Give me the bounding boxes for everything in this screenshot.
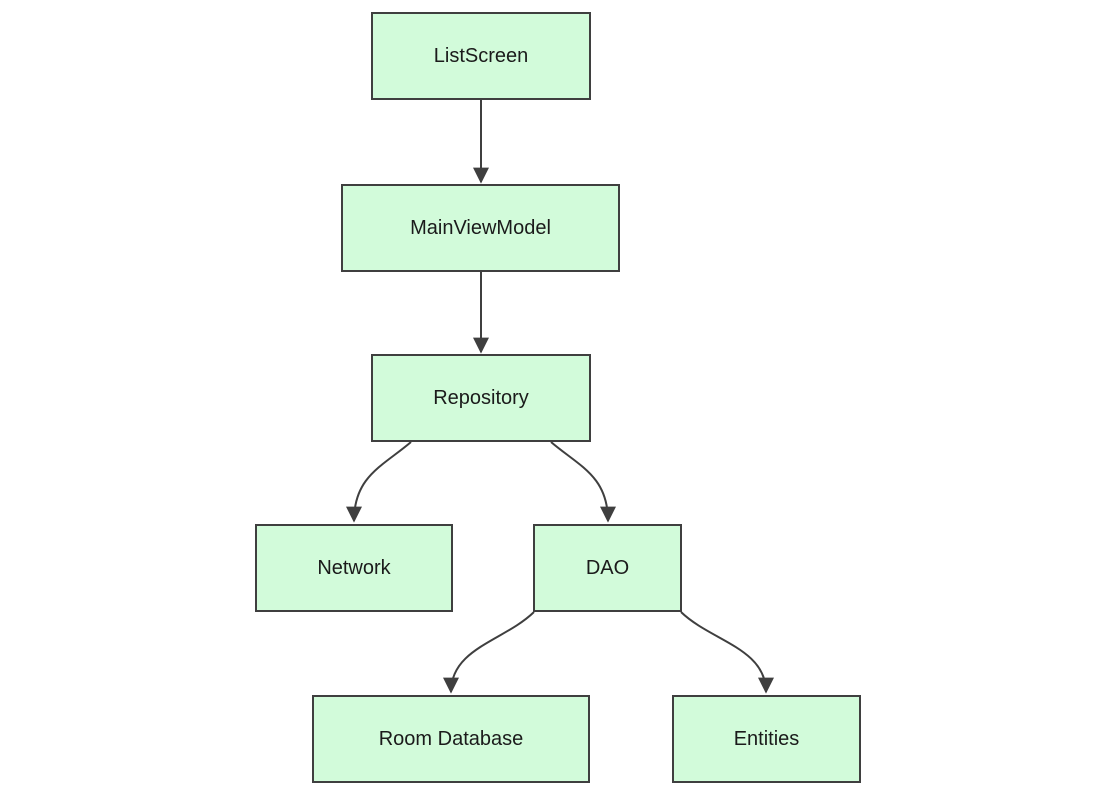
node-listscreen: ListScreen	[371, 12, 591, 100]
node-entities: Entities	[672, 695, 861, 783]
edge-dao-to-room-database	[443, 611, 535, 694]
node-entities-label: Entities	[733, 728, 800, 750]
node-room-database-label: Room Database	[378, 728, 524, 750]
node-repository: Repository	[371, 354, 591, 442]
node-dao: DAO	[533, 524, 682, 612]
node-dao-label: DAO	[585, 557, 630, 579]
edge-dao-to-entities	[680, 611, 774, 694]
edge-repository-to-network	[346, 441, 412, 523]
edge-repository-to-dao	[550, 441, 616, 523]
node-mainviewmodel: MainViewModel	[341, 184, 620, 272]
node-network: Network	[255, 524, 453, 612]
node-listscreen-label: ListScreen	[433, 45, 529, 67]
node-mainviewmodel-label: MainViewModel	[410, 217, 551, 239]
node-room-database: Room Database	[312, 695, 590, 783]
node-network-label: Network	[317, 557, 391, 579]
node-repository-label: Repository	[433, 387, 529, 409]
